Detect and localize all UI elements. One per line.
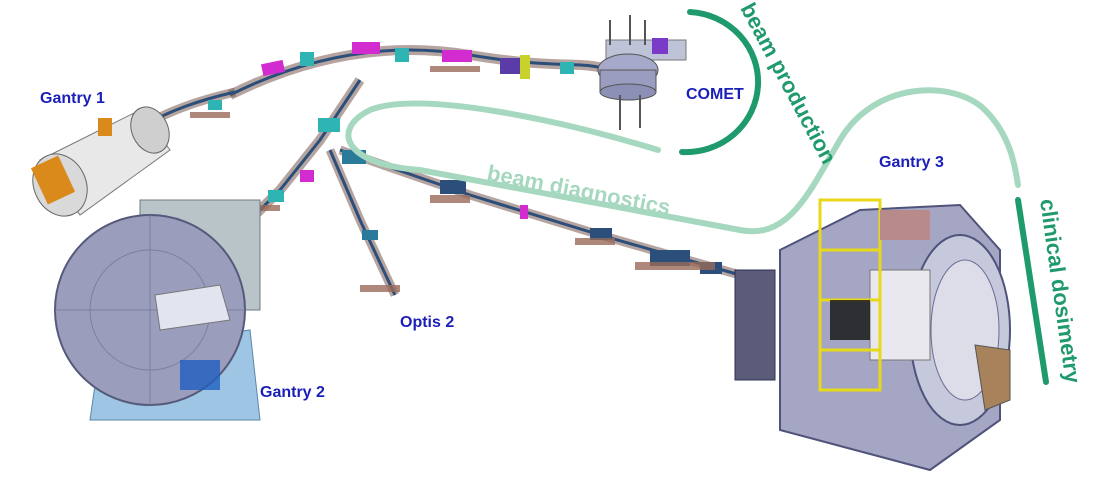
gantry-3 (734, 198, 1011, 472)
comet-label: COMET (686, 86, 744, 103)
clinical-dosimetry-bar (1015, 197, 1049, 385)
gantry-1 (30, 106, 171, 217)
beam-production-arc (679, 9, 762, 156)
gantry-3-label: Gantry 3 (879, 154, 944, 171)
beamline-network (132, 42, 742, 297)
comet-cyclotron (597, 15, 687, 130)
gantry-2-label: Gantry 2 (260, 384, 325, 401)
gantry-1-label: Gantry 1 (40, 90, 105, 107)
beam-production-label: beam production (736, 0, 842, 168)
gantry-2 (54, 199, 261, 421)
beam-diagnostics-path (345, 87, 1021, 235)
optis-2-label: Optis 2 (400, 314, 455, 331)
